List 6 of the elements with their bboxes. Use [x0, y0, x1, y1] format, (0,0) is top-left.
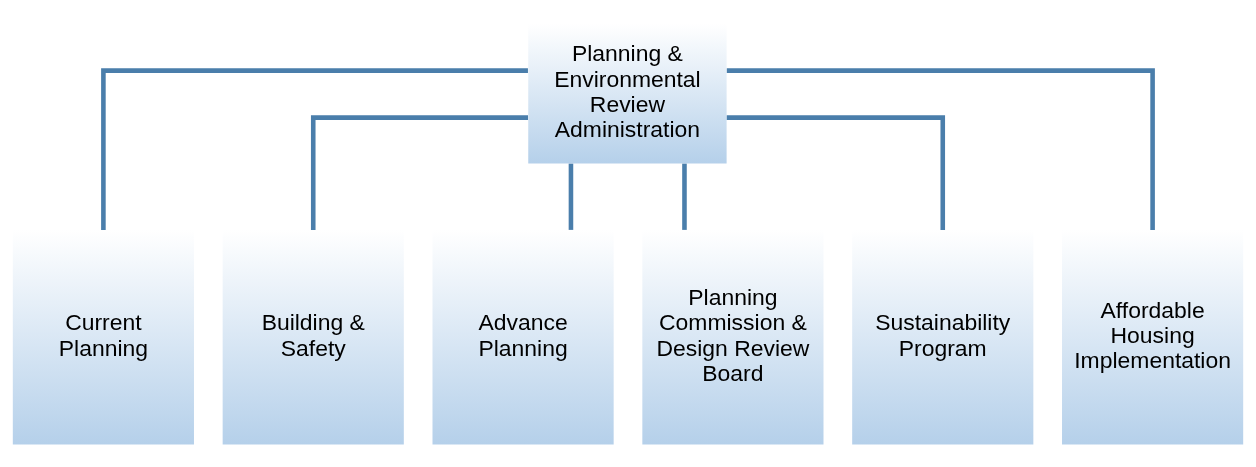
- connector: [726, 114, 946, 230]
- connector: [310, 114, 528, 230]
- connector: [101, 67, 528, 230]
- connector: [726, 67, 1155, 230]
- connector: [568, 163, 574, 230]
- connector: [682, 163, 687, 230]
